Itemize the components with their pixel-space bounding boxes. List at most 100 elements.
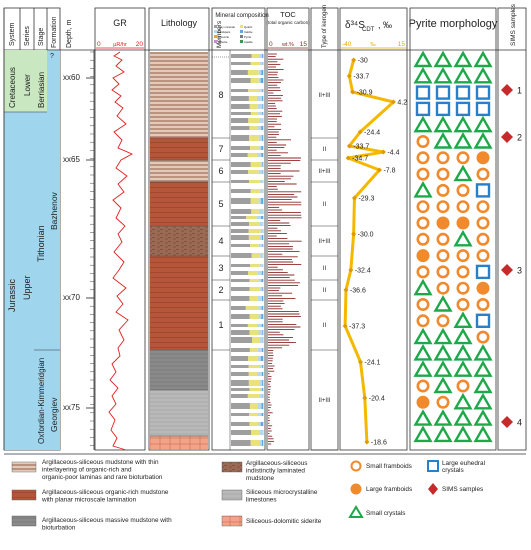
header-members: Members <box>216 20 223 48</box>
series-lower: Lower <box>23 74 32 96</box>
d34s-value-label: -30.9 <box>357 90 373 97</box>
small-crystal-icon <box>453 115 473 133</box>
mineral-legend-label: Clay minerals <box>218 25 236 29</box>
d34s-point <box>346 143 352 149</box>
legend-lith3-line: Argillaceous-siliceous massive mudstone … <box>42 517 172 532</box>
d34s-point <box>390 99 396 105</box>
small-framboid-icon <box>456 200 470 214</box>
small-framboid-icon <box>476 330 490 344</box>
d34s-value-label: -32.4 <box>355 268 371 275</box>
d34s-value-label: -20.4 <box>369 396 385 403</box>
large-euhedral-icon <box>415 101 431 117</box>
small-crystal-icon <box>413 409 433 426</box>
d34s-point <box>362 395 368 401</box>
system-jurassic: Jurassic <box>7 278 17 312</box>
d34s-point <box>350 89 356 95</box>
lower-series-cell <box>20 50 34 112</box>
small-framboid-icon <box>416 200 430 214</box>
d34s-point <box>343 287 349 293</box>
header-d34s-sub: CDT <box>362 27 375 33</box>
header-lithology: Lithology <box>161 18 198 28</box>
large-euhedral-icon <box>475 85 491 100</box>
member-label: 1 <box>218 320 223 330</box>
toc-min: 0 <box>269 41 273 48</box>
oxfordian-stage-cell <box>34 350 47 450</box>
d34s-point <box>380 149 386 155</box>
large-framboid-icon <box>456 216 470 230</box>
gr-unit: µR/hr <box>113 42 127 48</box>
d34s-point <box>345 155 351 161</box>
small-framboid-icon <box>456 297 470 311</box>
mineral-legend-label: Quartz <box>244 25 253 29</box>
small-framboid-icon <box>476 249 490 263</box>
small-crystal-icon <box>413 425 433 443</box>
legend-small-crystals-icon <box>348 505 364 518</box>
header-kerogen: Type of kerogen <box>322 5 328 48</box>
header-pyrite-text: Pyrite morphology <box>409 18 498 30</box>
mineral-legend-swatch <box>240 25 243 28</box>
sims-label: 2 <box>517 133 522 143</box>
legend-swatch-lith4 <box>221 461 243 473</box>
legend-small-framboids: Small framboids <box>366 463 412 470</box>
header-d34s-group: δ³⁴S CDT , ‰ <box>345 20 392 33</box>
legend-large-framboids-icon <box>350 483 362 495</box>
small-crystal-icon <box>473 343 493 361</box>
large-euhedral-icon <box>435 85 451 100</box>
d34s-point <box>342 323 348 329</box>
member-label: 5 <box>218 199 223 209</box>
d34s-point <box>351 57 357 63</box>
small-crystal-icon <box>413 343 433 361</box>
d34s-value-label: -24.4 <box>364 130 380 137</box>
small-crystal-icon <box>413 278 433 296</box>
small-crystal-icon <box>453 66 473 84</box>
member-label: 3 <box>218 263 223 273</box>
d34s-min: -40 <box>342 41 352 48</box>
small-crystal-icon <box>453 50 473 68</box>
stratigraphy-columns <box>3 8 60 450</box>
kerogen-label: II+III <box>319 398 331 404</box>
small-crystal-icon <box>413 115 433 133</box>
d34s-value-label: -30 <box>358 58 368 65</box>
d34s-point <box>351 231 357 237</box>
small-crystal-icon <box>413 50 433 68</box>
small-framboid-icon <box>416 314 430 328</box>
small-framboid-icon <box>436 265 450 279</box>
small-framboid-icon <box>416 135 430 149</box>
formation-georgiev: Georgiev <box>49 397 59 432</box>
small-crystal-icon <box>413 327 433 345</box>
gr-curve <box>108 51 134 451</box>
small-crystal-icon <box>413 360 433 377</box>
mineral-legend-swatch <box>214 35 217 38</box>
small-framboid-icon <box>416 167 430 181</box>
header-labels: System Series Stage Formation Depth, m G… <box>9 3 517 48</box>
lithology-column <box>150 52 208 450</box>
small-framboid-icon <box>476 297 490 311</box>
d34s-value-label: -4.4 <box>387 150 399 157</box>
large-euhedral-icon <box>475 183 491 198</box>
kerogen-label: II <box>323 288 327 294</box>
d34s-value-label: -18.6 <box>371 440 387 447</box>
large-euhedral-icon <box>455 101 471 117</box>
small-crystal-icon <box>473 409 493 426</box>
small-framboid-icon <box>436 183 450 197</box>
depth-label: xx70 <box>63 293 80 302</box>
formation-bazhenov: Bazhenov <box>49 191 59 230</box>
column-frames <box>3 7 527 451</box>
toc-unit: wt.% <box>281 42 294 48</box>
upper-series-cell <box>20 112 34 450</box>
d34s-point <box>358 359 364 365</box>
sims-label: 4 <box>517 418 522 428</box>
large-framboid-icon <box>436 216 450 230</box>
tithonian-stage-cell <box>34 112 47 350</box>
stage-oxfordian: Oxfordian-Kimmeridgian <box>37 358 46 444</box>
small-framboid-icon <box>416 297 430 311</box>
legend-swatch-lith2 <box>11 489 37 501</box>
mineral-legend-label: Feldspars <box>218 30 231 34</box>
header-mineral: Mineral composition <box>215 13 268 19</box>
header-stage: Stage <box>38 28 45 46</box>
d34s-value-label: -33.7 <box>353 74 369 81</box>
member-label: 4 <box>218 236 223 246</box>
